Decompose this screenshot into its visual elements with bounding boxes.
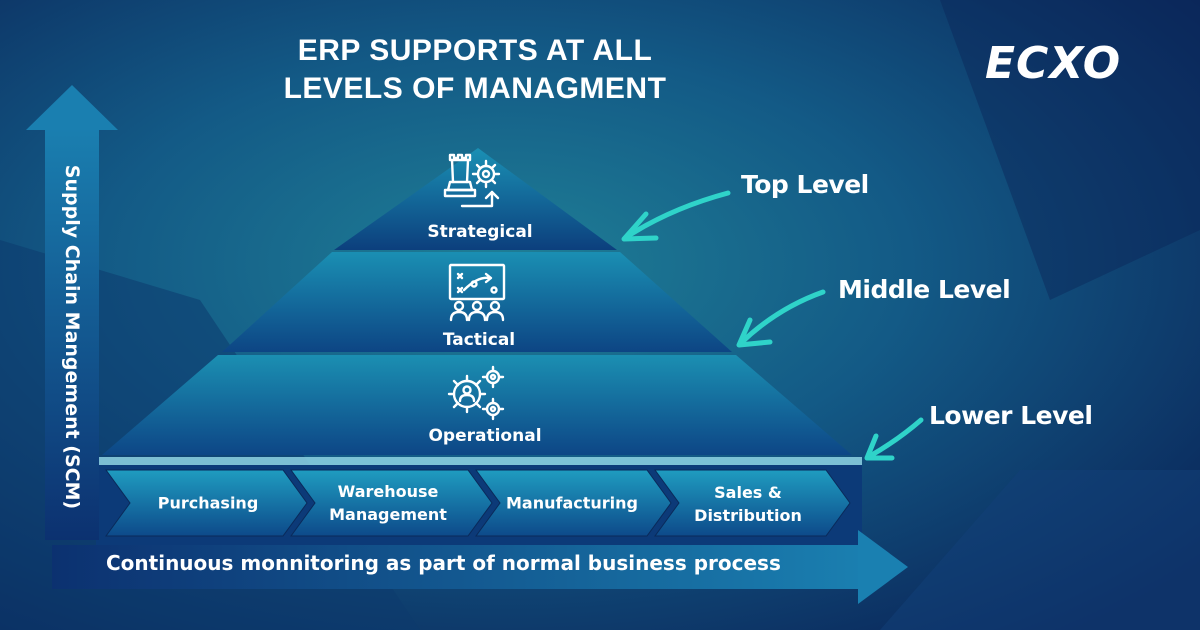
- brand-logo: ECXO: [985, 38, 1122, 89]
- process-label-line: Purchasing: [157, 493, 259, 513]
- level-label-middle: Middle Level: [838, 275, 1011, 304]
- process-label-warehouse: Warehouse Management: [329, 480, 447, 526]
- level-label-lower: Lower Level: [929, 401, 1093, 430]
- process-label-line: Sales &: [714, 483, 782, 502]
- bottom-arrow-head: [858, 530, 908, 604]
- process-label-line: Management: [329, 505, 447, 524]
- tier-label-strategical: Strategical: [427, 222, 533, 242]
- process-chevron: [105, 469, 308, 537]
- scm-axis-label: Supply Chain Mangement (SCM): [61, 164, 83, 510]
- strategy-board-team-icon: [448, 263, 506, 322]
- bottom-arrow-shaft: [52, 545, 862, 589]
- bottom-arrow-label: Continuous monnitoring as part of normal…: [106, 551, 781, 575]
- process-label-sales: Sales & Distribution: [694, 481, 802, 527]
- tier-label-operational: Operational: [428, 426, 542, 446]
- process-label-line: Warehouse: [337, 482, 439, 501]
- vertical-arrow-head: [26, 85, 118, 130]
- lower-level-arrow: [864, 417, 924, 461]
- process-chevron: [475, 469, 672, 537]
- title-line-2: LEVELS OF MANAGMENT: [283, 72, 667, 105]
- background-shape: [940, 0, 1200, 300]
- chess-gear-icon: [443, 153, 501, 208]
- tier-label-tactical: Tactical: [442, 330, 516, 350]
- top-level-arrow: [621, 190, 731, 242]
- title-line-1: ERP SUPPORTS AT ALL: [297, 34, 653, 67]
- pyramid-tier-strategical: [334, 148, 617, 250]
- vertical-arrow-shaft: [45, 128, 99, 540]
- level-label-top: Top Level: [741, 170, 869, 199]
- process-label-purchasing: Purchasing: [158, 492, 259, 515]
- process-label-line: Manufacturing: [506, 493, 638, 513]
- process-label-line: Distribution: [694, 506, 802, 525]
- page-title: ERP SUPPORTS AT ALL LEVELS OF MANAGMENT: [250, 32, 700, 108]
- pyramid-base: [96, 457, 862, 465]
- background-shape: [880, 470, 1200, 630]
- process-chevron: [654, 469, 851, 537]
- process-label-manufacturing: Manufacturing: [506, 492, 638, 515]
- process-chevron: [290, 469, 493, 537]
- gears-person-icon: [447, 365, 505, 421]
- middle-level-arrow: [736, 289, 826, 348]
